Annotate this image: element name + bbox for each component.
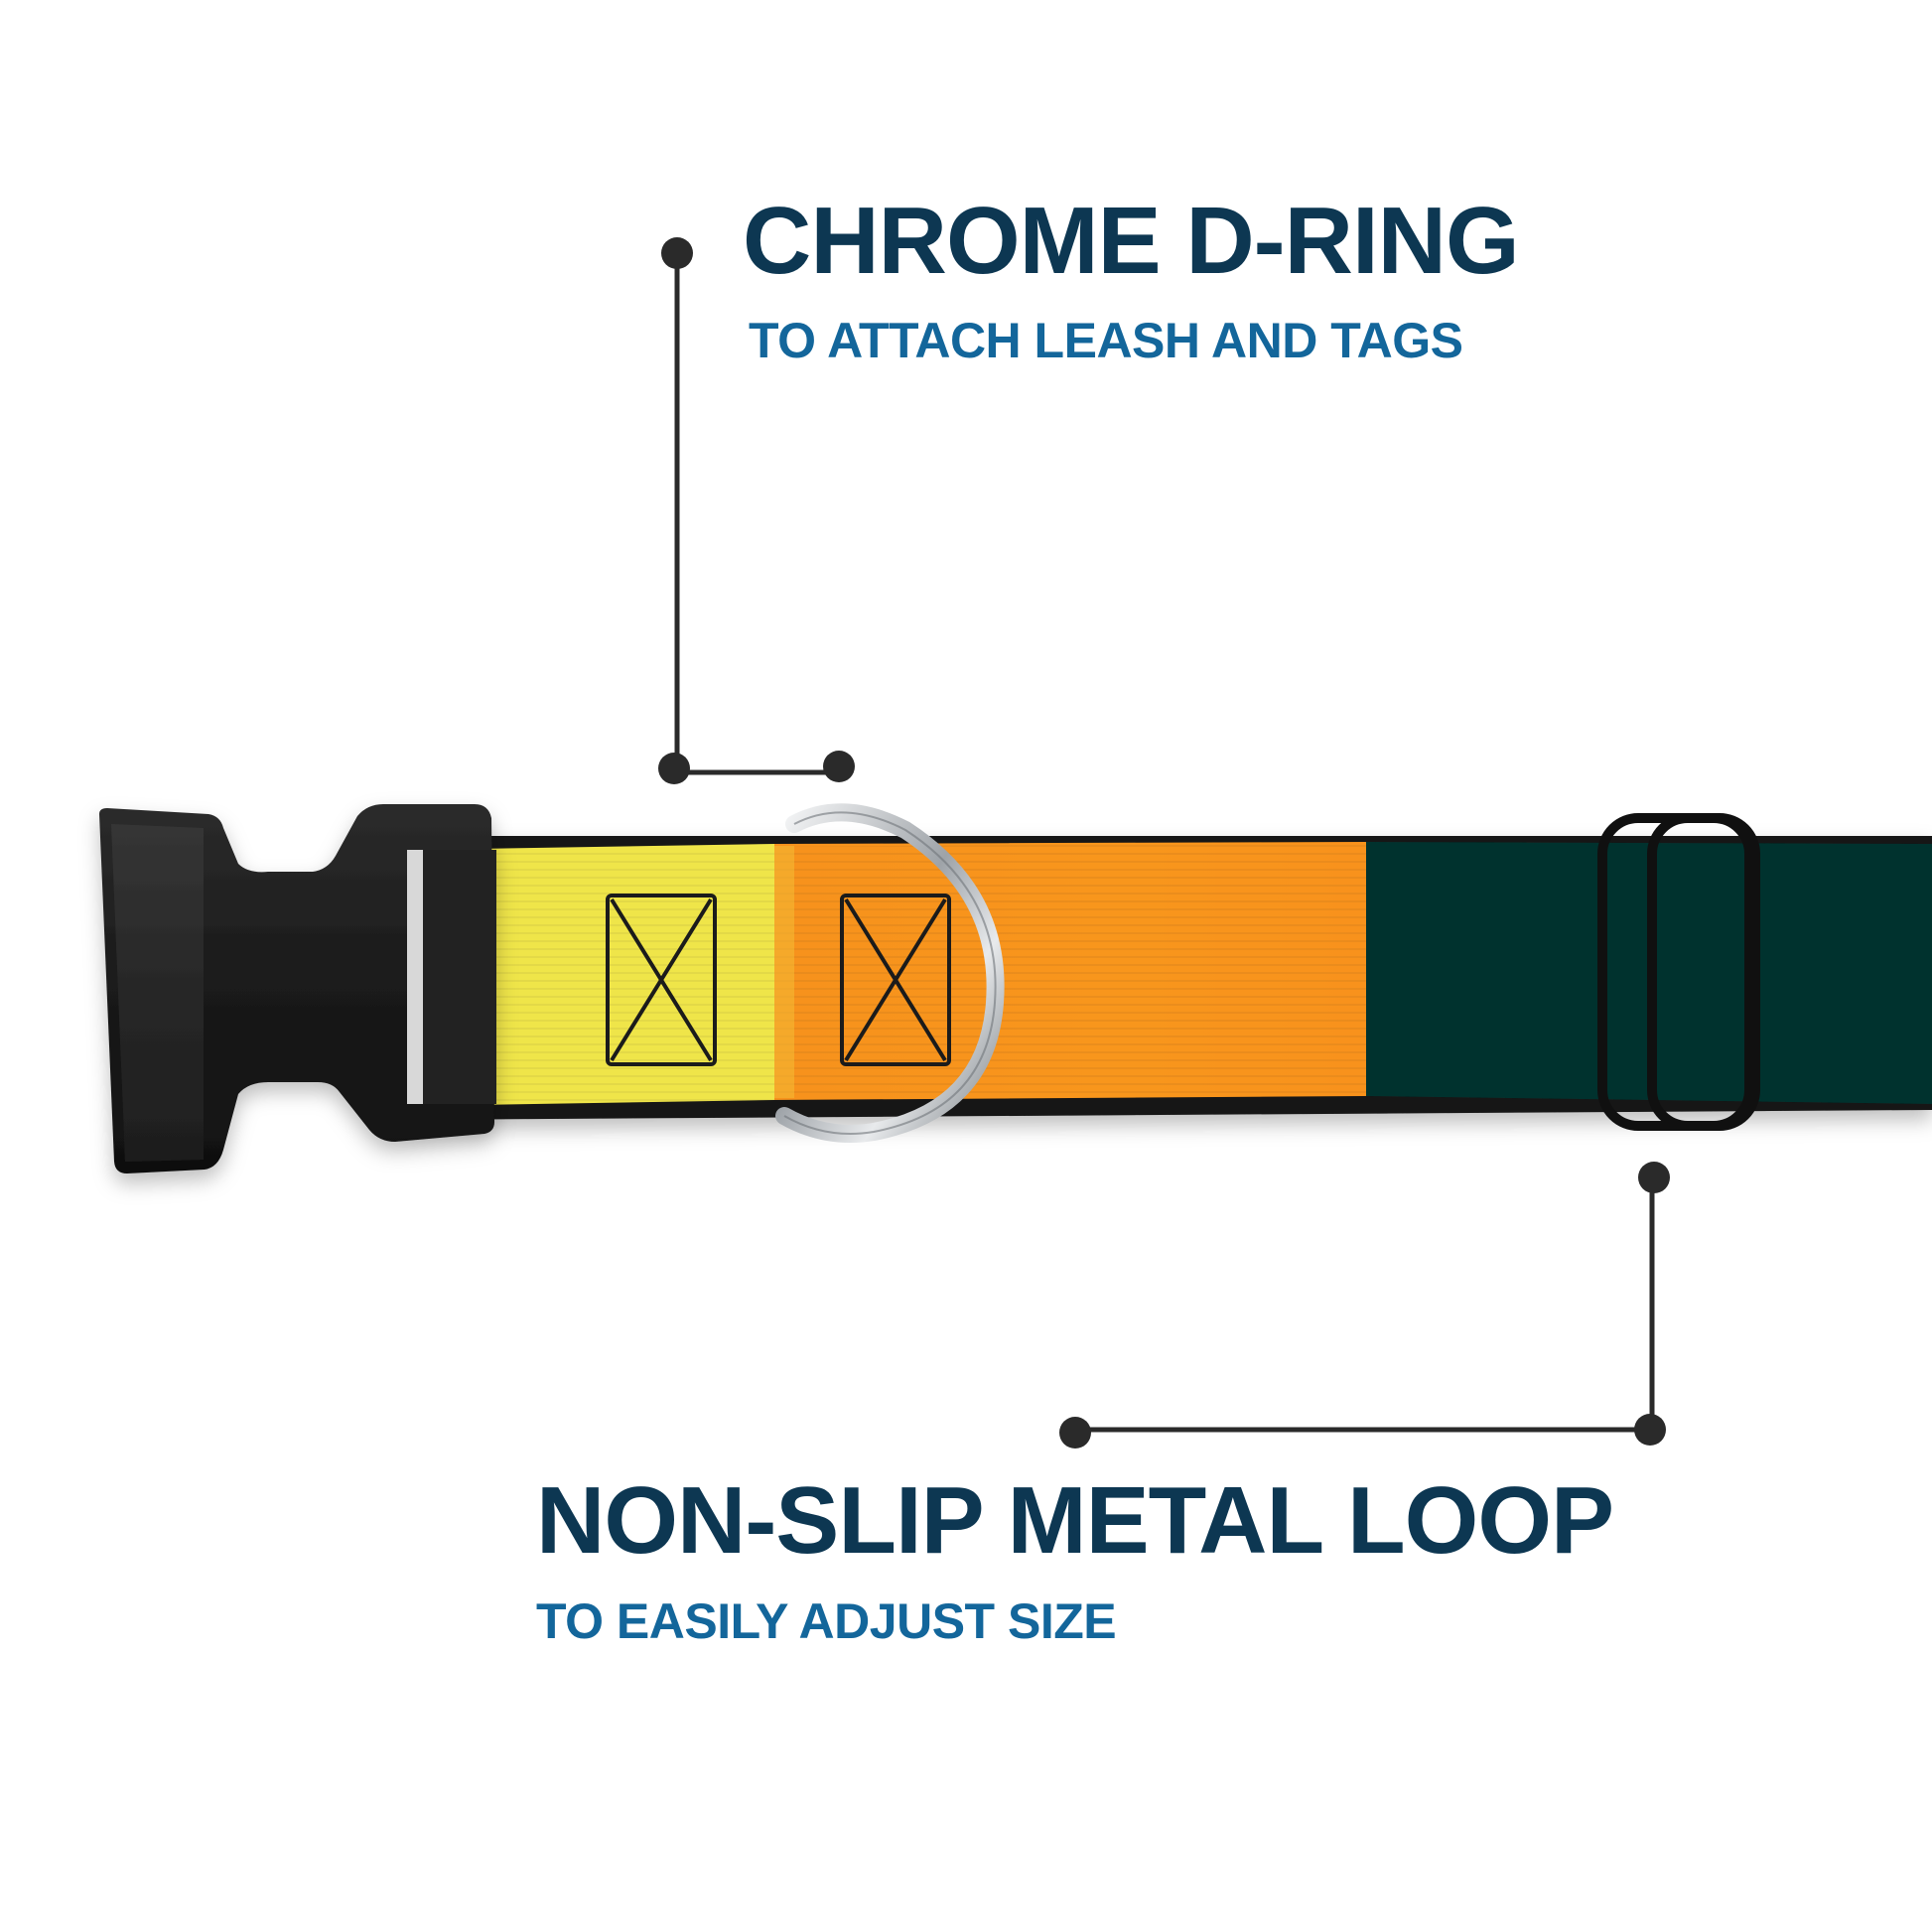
buckle-icon — [99, 804, 496, 1173]
stitch-box-right — [840, 894, 951, 1066]
d-ring-icon — [775, 803, 1005, 1143]
d-ring-subtitle: TO ATTACH LEASH AND TAGS — [749, 313, 1463, 368]
metal-loop-leader — [1059, 1162, 1670, 1449]
d-ring-leader — [658, 237, 855, 784]
collar-strap — [397, 836, 1932, 1120]
stitch-box-left — [606, 894, 717, 1066]
metal-loop-subtitle: TO EASILY ADJUST SIZE — [536, 1593, 1117, 1649]
slide-loop-icon — [1597, 813, 1760, 1131]
d-ring-title: CHROME D-RING — [743, 188, 1520, 294]
metal-loop-title: NON-SLIP METAL LOOP — [536, 1467, 1614, 1574]
